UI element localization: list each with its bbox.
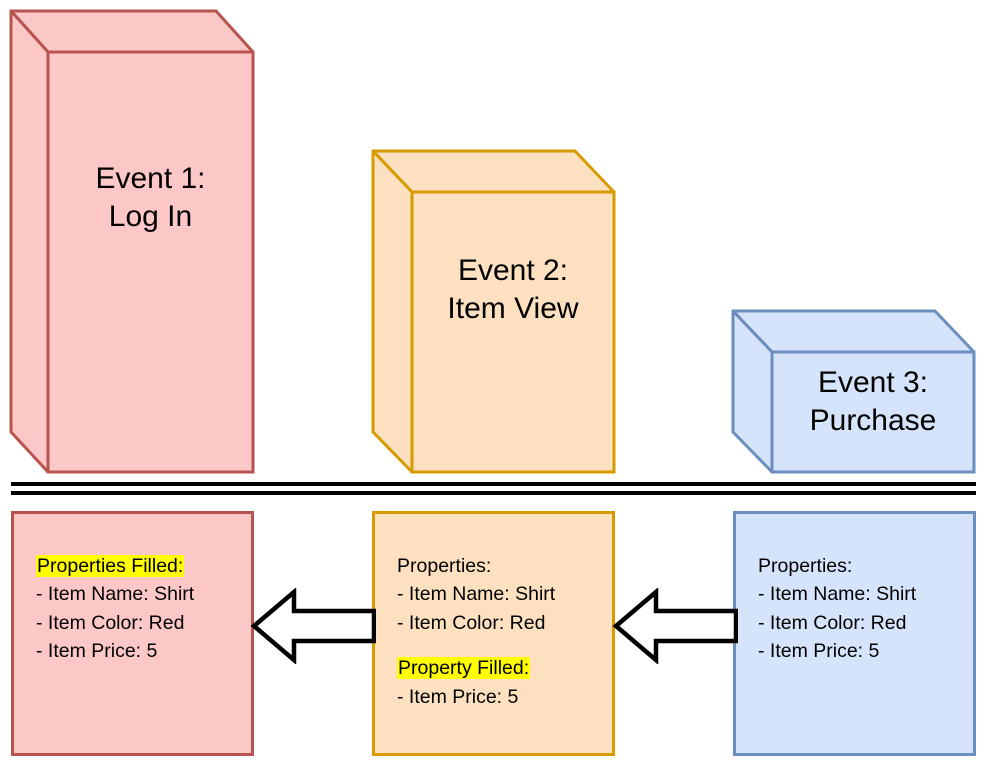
event-cube-3: Event 3: Purchase xyxy=(720,300,990,490)
properties-panel-event-2-text: Properties: - Item Name: Shirt - Item Co… xyxy=(397,552,606,711)
event-cube-1: Event 1: Log In xyxy=(0,0,300,490)
panel-3-item-1: - Item Color: Red xyxy=(758,611,907,634)
divider-line-bottom xyxy=(11,491,976,495)
panel-2-item-1: - Item Color: Red xyxy=(397,611,546,634)
arrow-head-left-icon xyxy=(250,588,376,664)
panel-2-spacer xyxy=(397,637,606,654)
cube-side-face-1 xyxy=(9,9,50,474)
divider-line-top xyxy=(11,482,976,486)
event-cube-2: Event 2: Item View xyxy=(360,140,640,490)
panel-2-second-item-0: - Item Price: 5 xyxy=(397,685,519,708)
cube-side-face-2 xyxy=(371,149,414,474)
panel-3-heading: Properties: xyxy=(758,555,853,577)
properties-panel-event-2: Properties: - Item Name: Shirt - Item Co… xyxy=(372,511,615,756)
arrow-event3-to-event2 xyxy=(612,588,738,664)
cube-top-face-1 xyxy=(9,9,255,54)
properties-panel-event-1-text: Properties Filled: - Item Name: Shirt - … xyxy=(36,552,245,666)
cube-top-face-2 xyxy=(371,149,616,194)
properties-panel-event-3: Properties: - Item Name: Shirt - Item Co… xyxy=(733,511,976,756)
properties-panel-event-1: Properties Filled: - Item Name: Shirt - … xyxy=(11,511,254,756)
properties-panel-event-3-text: Properties: - Item Name: Shirt - Item Co… xyxy=(758,552,967,666)
cube-top-face-3 xyxy=(731,309,976,354)
cube-front-face-1 xyxy=(46,50,255,474)
panel-2-heading: Properties: xyxy=(397,555,492,577)
panel-1-item-0: - Item Name: Shirt xyxy=(36,583,195,606)
cube-front-face-2 xyxy=(410,190,616,474)
panel-3-item-0: - Item Name: Shirt xyxy=(758,583,917,606)
panel-1-heading: Properties Filled: xyxy=(36,555,185,577)
arrow-head-left-icon xyxy=(612,588,738,664)
cube-front-face-3 xyxy=(770,350,976,474)
panel-2-item-0: - Item Name: Shirt xyxy=(397,583,556,606)
panel-2-second-heading: Property Filled: xyxy=(397,657,531,680)
panel-1-item-1: - Item Color: Red xyxy=(36,611,185,634)
arrow-event2-to-event1 xyxy=(250,588,376,664)
panel-3-item-2: - Item Price: 5 xyxy=(758,640,880,663)
panel-1-item-2: - Item Price: 5 xyxy=(36,640,158,663)
